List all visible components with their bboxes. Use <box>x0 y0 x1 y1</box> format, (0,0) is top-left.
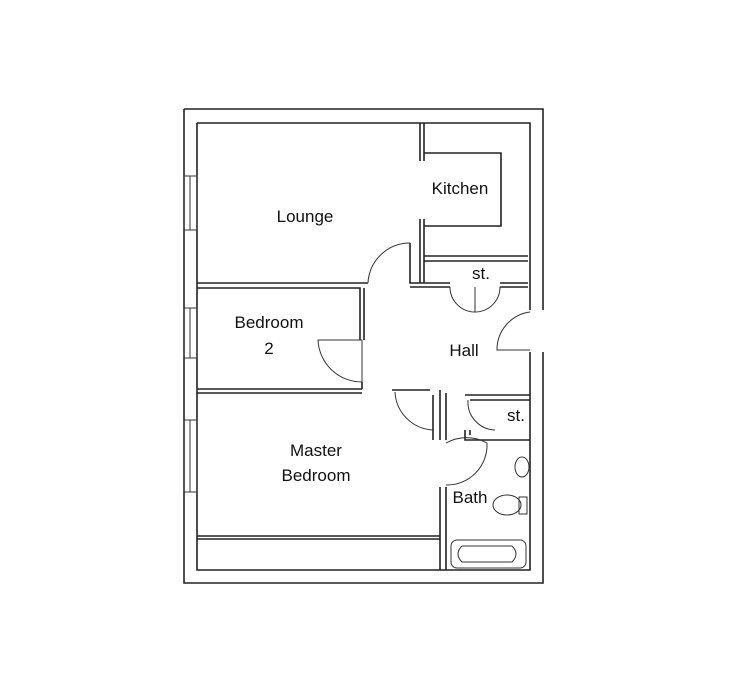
room-label-hall: Hall <box>449 341 478 360</box>
windows <box>183 175 198 493</box>
exterior-walls <box>183 108 544 584</box>
room-label-master: Master <box>290 441 342 460</box>
room-label-kitchen: Kitchen <box>432 179 489 198</box>
sink-icon <box>514 456 530 478</box>
bathroom-fixtures <box>450 456 530 569</box>
room-label-store-upper: st. <box>472 264 490 283</box>
room-label-bedroom2: Bedroom <box>235 313 304 332</box>
doors <box>317 242 531 486</box>
toilet-icon <box>492 494 522 516</box>
room-label-bedroom2-number: 2 <box>264 339 273 358</box>
room-label-bath: Bath <box>453 488 488 507</box>
room-label-lounge: Lounge <box>277 207 334 226</box>
room-label-store-lower: st. <box>507 406 525 425</box>
room-label-master-bedroom: Bedroom <box>282 466 351 485</box>
bathtub-icon <box>450 539 527 569</box>
interior-walls <box>197 123 530 570</box>
